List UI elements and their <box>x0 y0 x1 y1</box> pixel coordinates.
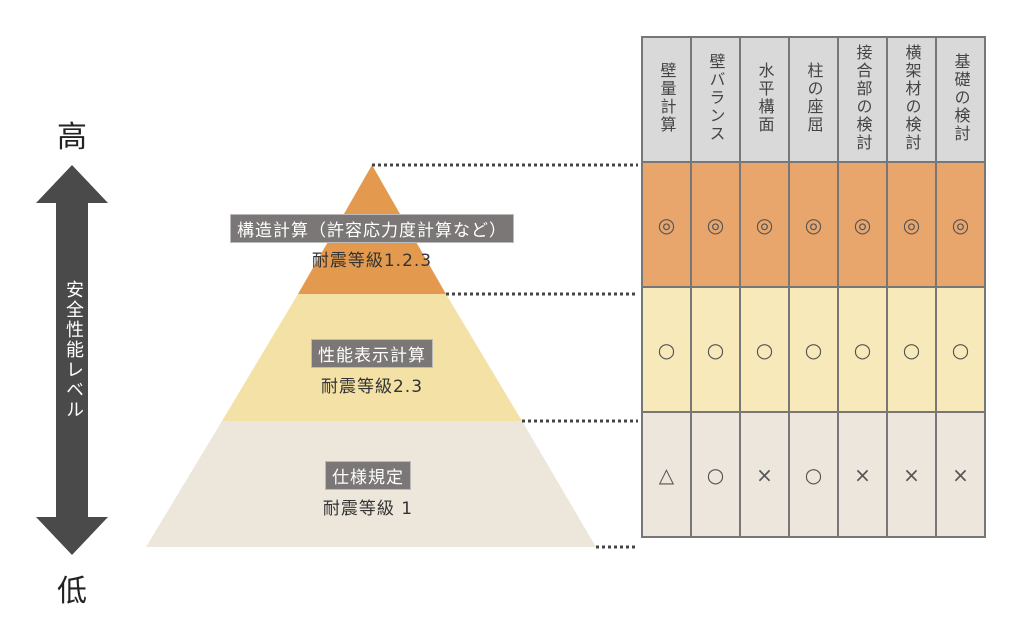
table-cell: ◎ <box>886 161 937 288</box>
method-tag-performance: 性能表示計算 <box>311 339 433 368</box>
table-cell: ◎ <box>641 161 692 288</box>
table-cell: ○ <box>739 286 790 413</box>
table-cell: ◎ <box>788 161 839 288</box>
table-cell: × <box>886 411 937 538</box>
column-header: 横架材の検討 <box>886 36 937 163</box>
column-header: 柱の座屈 <box>788 36 839 163</box>
table-cell: ◎ <box>739 161 790 288</box>
table-cell: ○ <box>837 286 888 413</box>
column-header: 壁バランス <box>690 36 741 163</box>
double-arrow-icon <box>36 165 108 555</box>
table-cell: ◎ <box>935 161 986 288</box>
check-table: 壁量計算 壁バランス 水平構面 柱の座屈 接合部の検討 横架材の検討 基礎の検討… <box>641 36 986 538</box>
grade-spec: 耐震等級 1 <box>322 499 414 519</box>
table-cell: ○ <box>788 411 839 538</box>
safety-level-label: 安全性能レベル <box>63 280 84 420</box>
table-cell: ○ <box>886 286 937 413</box>
grade-structural: 耐震等級1.2.3 <box>311 251 433 271</box>
column-header: 接合部の検討 <box>837 36 888 163</box>
table-cell: ◎ <box>690 161 741 288</box>
method-tag-spec: 仕様規定 <box>325 461 411 490</box>
table-cell: × <box>935 411 986 538</box>
column-header: 壁量計算 <box>641 36 692 163</box>
column-header: 水平構面 <box>739 36 790 163</box>
table-cell: ○ <box>641 286 692 413</box>
table-cell: × <box>837 411 888 538</box>
dotted-connectors <box>372 163 638 549</box>
table-row: ○ ○ ○ ○ ○ ○ ○ <box>641 286 986 413</box>
table-row: △ ○ × ○ × × × <box>641 411 986 538</box>
grade-performance: 耐震等級2.3 <box>320 377 424 397</box>
table-cell: ○ <box>935 286 986 413</box>
table-cell: × <box>739 411 790 538</box>
table-row: ◎ ◎ ◎ ◎ ◎ ◎ ◎ <box>641 161 986 288</box>
table-cell: ○ <box>788 286 839 413</box>
table-cell: △ <box>641 411 692 538</box>
table-cell: ○ <box>690 411 741 538</box>
column-header: 基礎の検討 <box>935 36 986 163</box>
low-label: 低 <box>57 574 87 609</box>
method-tag-structural: 構造計算（許容応力度計算など） <box>230 214 514 243</box>
high-label: 高 <box>57 120 87 155</box>
table-cell: ◎ <box>837 161 888 288</box>
table-cell: ○ <box>690 286 741 413</box>
